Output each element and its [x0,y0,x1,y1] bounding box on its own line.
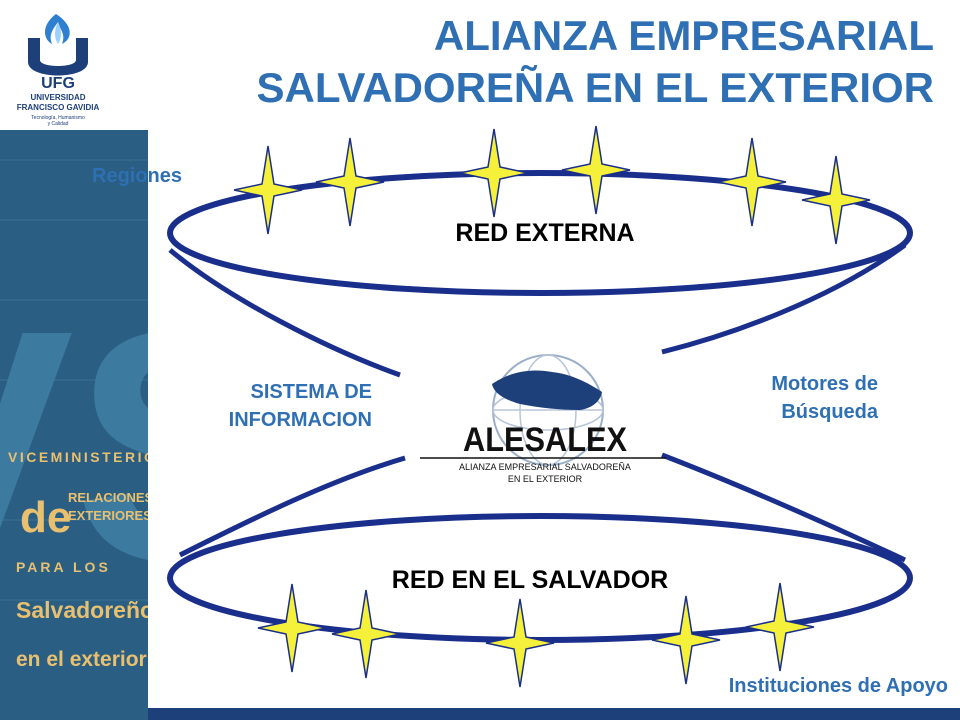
alesalex-name: ALESALEX [463,421,627,459]
page-title: ALIANZA EMPRESARIAL SALVADOREÑA EN EL EX… [134,10,934,114]
label-motores-busqueda: Motores de Búsqueda [700,370,878,426]
motores-line-2: Búsqueda [781,401,878,423]
flame-icon [45,14,70,44]
motores-line-1: Motores de [771,373,878,395]
star-icon [485,598,555,688]
title-line-1: ALIANZA EMPRESARIAL [433,12,934,59]
star-icon [651,595,721,685]
ufg-name-line2: FRANCISCO GAVIDIA [17,103,100,112]
connector-curves [168,242,907,563]
star-icon [257,583,327,673]
sidebar-banner: VS VICEMINISTERIO de RELACIONES EXTERIOR… [0,0,148,720]
label-regiones: Regiones [92,165,183,187]
sidebar-de: de [20,493,71,542]
sistema-line-2: INFORMACION [228,409,372,431]
label-sistema-informacion: SISTEMA DE INFORMACION [160,378,372,434]
bottom-bar [148,708,960,720]
star-icon [315,137,385,227]
sidebar-para-los: PARA LOS [16,559,111,575]
ufg-tagline-line1: Tecnología, Humanismo [31,115,85,121]
label-instituciones-apoyo: Instituciones de Apoyo [728,675,948,697]
ufg-abbr: UFG [41,75,75,92]
ufg-name-line1: UNIVERSIDAD [30,93,85,102]
alesalex-logo: ALESALEX ALIANZA EMPRESARIAL SALVADOREÑA… [420,354,666,484]
sidebar-en-el-exterior: en el exterior [16,648,147,671]
sidebar-viceministerio: VICEMINISTERIO [8,449,148,465]
sidebar-relaciones: RELACIONES [68,490,148,505]
star-icon [801,155,871,245]
sidebar-exteriores: EXTERIORES [68,508,148,523]
ufg-shield [28,38,88,76]
red-externa-ring [167,170,913,296]
star-icon [745,582,815,672]
sistema-line-1: SISTEMA DE [250,381,373,403]
star-icon [459,128,529,218]
alesalex-subtitle-line2: EN EL EXTERIOR [508,474,583,484]
star-icon [717,137,787,227]
label-red-externa: RED EXTERNA [455,219,635,247]
sidebar-vs-letters: VS [0,261,148,630]
ufg-logo: UFG UNIVERSIDAD FRANCISCO GAVIDIA Tecnol… [17,14,100,127]
star-icon [331,589,401,679]
sidebar-salvadorenos: Salvadoreños [16,597,148,623]
el-salvador-map [492,370,602,410]
alesalex-subtitle-line1: ALIANZA EMPRESARIAL SALVADOREÑA [459,462,631,472]
title-line-2: SALVADOREÑA EN EL EXTERIOR [256,64,934,111]
star-icon [561,125,631,215]
ufg-tagline-line2: y Calidad [48,121,69,127]
label-red-en-el-salvador: RED EN EL SALVADOR [391,566,669,594]
star-icon [233,145,303,235]
